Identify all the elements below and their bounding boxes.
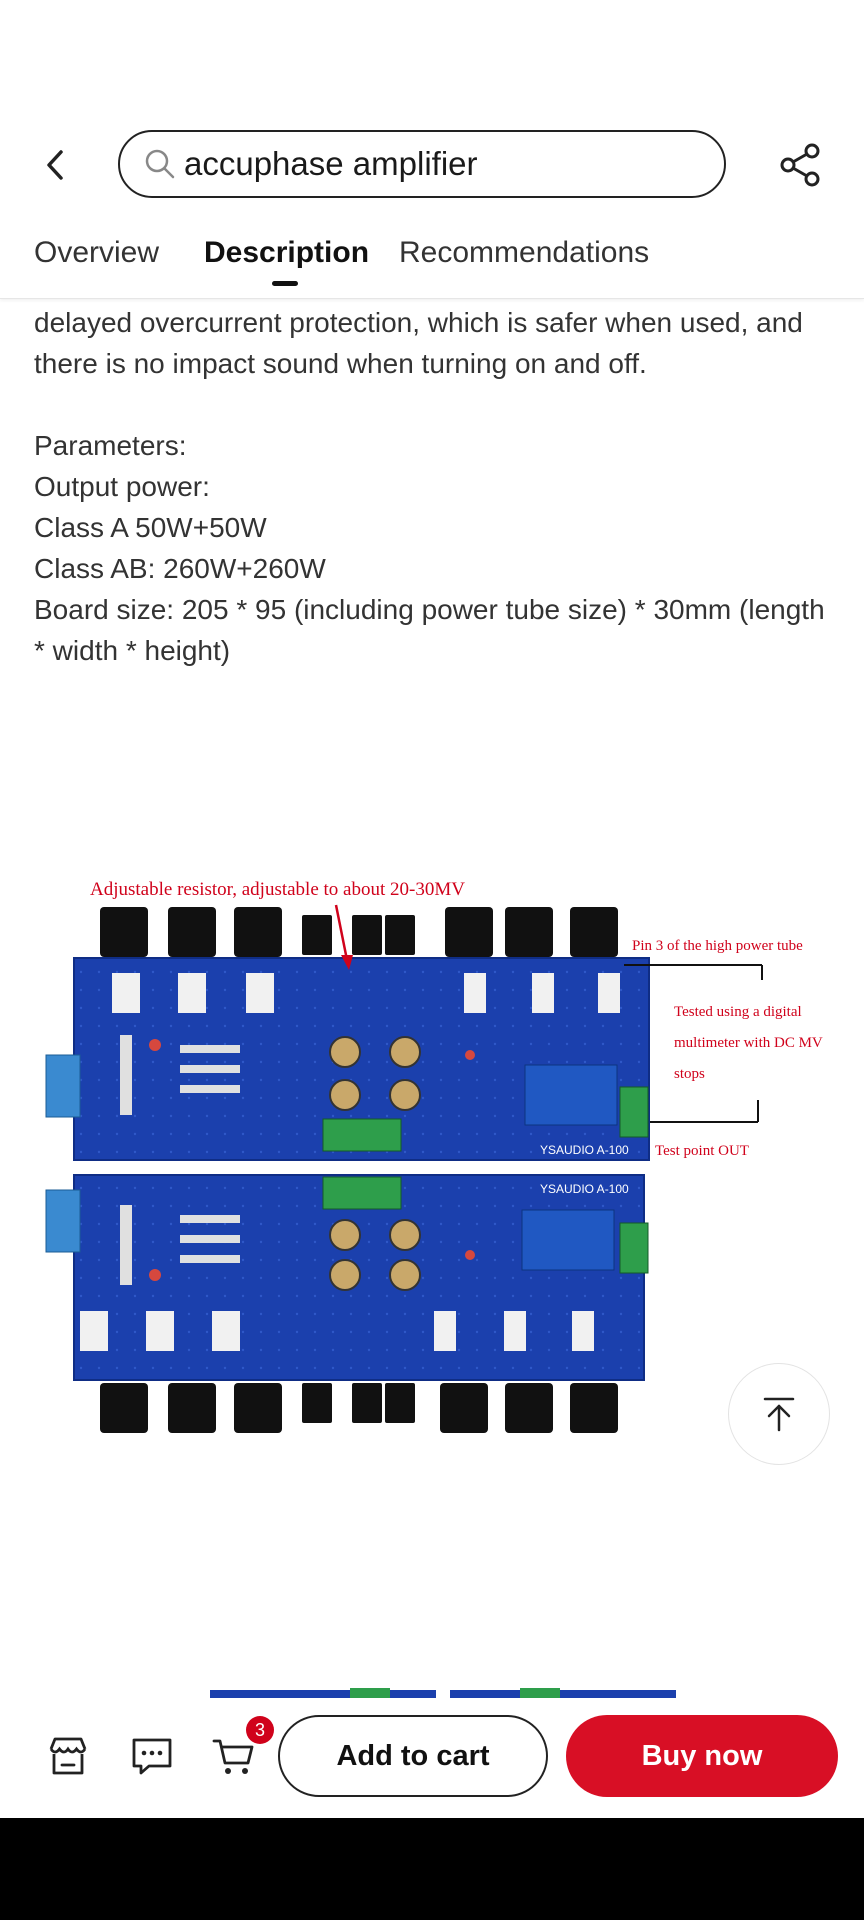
chat-button[interactable] xyxy=(126,1730,178,1782)
bottom-power-tubes xyxy=(100,1383,618,1433)
description-line: Class AB: 260W+260W xyxy=(34,553,326,584)
tab-recommendations[interactable]: Recommendations xyxy=(399,236,650,269)
tab-overview[interactable]: Overview xyxy=(34,236,160,269)
description-text: delayed overcurrent protection, which is… xyxy=(34,302,834,671)
annotation-test-1: Tested using a digital xyxy=(674,1004,802,1020)
active-tab-indicator xyxy=(272,281,298,286)
annotation-test-3: stops xyxy=(674,1066,705,1082)
product-image: YSAUDIO A-100 YSAUDIO A-100 Adjustable r… xyxy=(45,879,823,1433)
pcb-connectors xyxy=(80,973,620,1351)
board-label-top: YSAUDIO A-100 xyxy=(540,1143,629,1157)
back-to-top-icon xyxy=(763,1397,795,1432)
cart-button[interactable] xyxy=(208,1730,260,1782)
cart-icon xyxy=(212,1739,254,1774)
tab-description[interactable]: Description xyxy=(204,236,370,269)
pcb-capacitors xyxy=(329,1036,421,1291)
add-to-cart-button[interactable]: Add to cart xyxy=(278,1715,548,1797)
annotation-test-2: multimeter with DC MV xyxy=(674,1035,823,1051)
back-to-top-button[interactable] xyxy=(728,1363,830,1465)
system-navigation-bar xyxy=(0,1818,864,1920)
top-power-tubes xyxy=(100,907,618,957)
search-icon xyxy=(142,146,178,182)
top-header: accuphase amplifier Overview Description… xyxy=(0,0,864,299)
description-line: Board size: 205 * 95 (including power tu… xyxy=(34,594,825,666)
tab-bar: Overview Description Recommendations xyxy=(0,236,864,296)
pcb-terminals xyxy=(322,1086,649,1274)
share-button[interactable] xyxy=(776,140,826,190)
next-product-image-peek xyxy=(210,1688,676,1698)
description-blank-line xyxy=(34,384,834,425)
share-icon xyxy=(780,143,820,187)
store-icon xyxy=(49,1737,87,1775)
back-icon xyxy=(47,150,63,180)
description-line: Class A 50W+50W xyxy=(34,512,267,543)
description-line: Output power: xyxy=(34,471,210,502)
description-line: Parameters: xyxy=(34,430,187,461)
board-label-bottom: YSAUDIO A-100 xyxy=(540,1182,629,1196)
description-line: delayed overcurrent protection, which is… xyxy=(34,307,803,379)
cart-count-badge: 3 xyxy=(246,1716,274,1744)
back-button[interactable] xyxy=(36,140,76,190)
search-value: accuphase amplifier xyxy=(184,145,478,182)
chat-icon xyxy=(132,1738,172,1775)
buy-now-button[interactable]: Buy now xyxy=(566,1715,838,1797)
search-input[interactable]: accuphase amplifier xyxy=(118,130,726,198)
store-button[interactable] xyxy=(42,1730,94,1782)
annotation-adjustable-resistor: Adjustable resistor, adjustable to about… xyxy=(90,879,465,900)
annotation-test-point-out: Test point OUT xyxy=(655,1143,749,1159)
annotation-pin3: Pin 3 of the high power tube xyxy=(632,938,803,954)
